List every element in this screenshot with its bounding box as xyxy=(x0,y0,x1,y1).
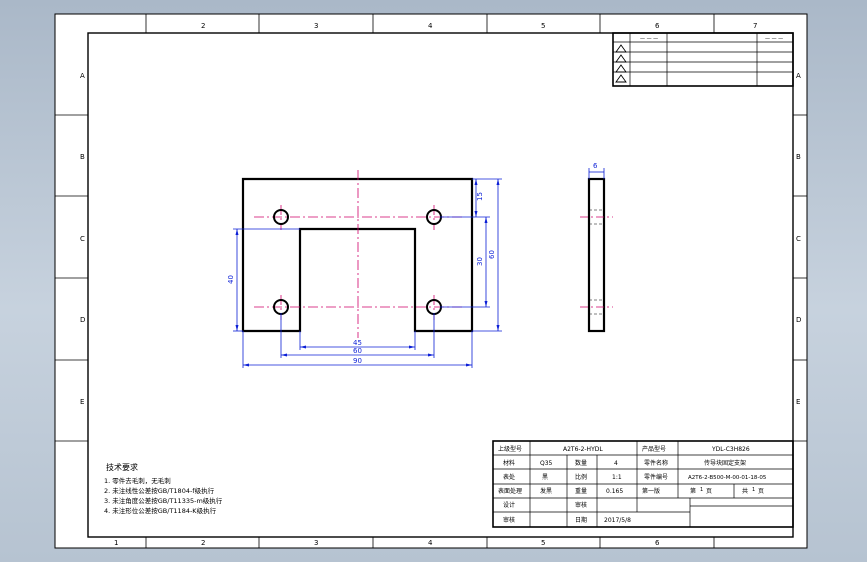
paper xyxy=(54,13,808,549)
dim-hole-top-offset: 15 xyxy=(476,192,484,201)
total-number: 1 xyxy=(752,487,755,493)
title-value: YDL-C3H826 xyxy=(711,446,750,453)
zone-letter: C xyxy=(796,235,801,243)
dim-total-height: 60 xyxy=(488,250,496,259)
zone-number: 5 xyxy=(541,22,545,30)
revision-triangle-icon xyxy=(615,44,627,83)
title-label: 比例 xyxy=(575,473,587,481)
title-value: 发黑 xyxy=(540,487,552,495)
title-value: 2017/5/8 xyxy=(604,517,631,524)
zone-number: 4 xyxy=(428,539,433,547)
sheet-unit: 页 xyxy=(706,488,712,495)
zone-letter: E xyxy=(80,398,84,406)
tech-note-item: 3. 未注角度公差按GB/T11335-m级执行 xyxy=(104,496,223,505)
zone-letter: E xyxy=(796,398,800,406)
title-value: 4 xyxy=(614,460,618,467)
title-value: 黑 xyxy=(542,474,548,481)
title-block: 上级型号 A2T6-2-HYDL 产品型号 YDL-C3H826 材料 Q35 … xyxy=(492,440,794,528)
total-unit: 页 xyxy=(758,488,764,495)
side-dimension xyxy=(588,168,605,179)
dim-thickness: 6 xyxy=(593,162,598,170)
tech-note-item: 1. 零件去毛刺，无毛刺 xyxy=(104,476,171,485)
tech-notes: 技术要求 1. 零件去毛刺，无毛刺 2. 未注线性公差按GB/T1804-f级执… xyxy=(104,462,223,515)
zone-number: 4 xyxy=(428,22,433,30)
dim-hole-horizontal-spacing: 60 xyxy=(353,347,362,355)
hidden-lines xyxy=(589,209,604,315)
zone-letter: B xyxy=(796,153,801,161)
zone-number: 2 xyxy=(201,22,205,30)
title-label: 第一版 xyxy=(642,487,660,495)
zone-ticks xyxy=(55,14,807,548)
dim-hole-vertical-spacing: 30 xyxy=(476,257,484,266)
title-value: 1:1 xyxy=(612,474,622,481)
tech-note-item: 2. 未注线性公差按GB/T1804-f级执行 xyxy=(104,486,215,495)
zone-number: 6 xyxy=(655,539,660,547)
zone-number: 6 xyxy=(655,22,660,30)
zone-letter: D xyxy=(80,316,85,324)
zone-number: 1 xyxy=(114,539,118,547)
side-center-lines xyxy=(580,216,613,308)
tech-note-item: 4. 未注形位公差按GB/T1184-K级执行 xyxy=(104,506,217,515)
title-label: 重量 xyxy=(575,487,587,495)
dimension-lines xyxy=(233,178,502,368)
zone-number: 3 xyxy=(314,539,318,547)
side-view: 6 xyxy=(580,162,613,333)
revision-table: — — — — — — xyxy=(612,32,794,87)
zone-letter: B xyxy=(80,153,85,161)
title-label: 材料 xyxy=(503,459,515,467)
title-label: 上级型号 xyxy=(498,445,522,453)
dim-slot-height: 40 xyxy=(227,275,235,284)
svg-text:— — —: — — — xyxy=(640,36,658,42)
front-view: 15 30 60 40 45 60 90 xyxy=(227,170,502,368)
zone-letter: A xyxy=(80,72,85,80)
tech-notes-title: 技术要求 xyxy=(106,462,138,472)
title-value: A2T6-2-HYDL xyxy=(563,446,603,453)
zone-letter: C xyxy=(80,235,85,243)
dim-total-width: 90 xyxy=(353,357,362,365)
side-outline xyxy=(587,177,606,333)
title-label: 设计 xyxy=(503,501,515,509)
title-label: 日期 xyxy=(575,516,587,524)
dim-slot-width: 45 xyxy=(353,339,362,347)
title-value: 传导块固定支架 xyxy=(704,459,746,467)
inner-border xyxy=(87,32,794,538)
zone-number: 5 xyxy=(541,539,545,547)
zone-number: 7 xyxy=(753,22,757,30)
title-label: 零件编号 xyxy=(644,473,668,481)
title-value: 0.165 xyxy=(606,488,623,495)
title-label: 表处 xyxy=(503,473,515,481)
dimension-arrows xyxy=(235,179,500,367)
zone-number: 3 xyxy=(314,22,318,30)
title-label: 产品型号 xyxy=(642,445,666,453)
part-outline xyxy=(241,177,474,333)
zone-letter: D xyxy=(796,316,801,324)
zone-number: 2 xyxy=(201,539,205,547)
title-label: 零件名称 xyxy=(644,459,668,467)
title-label: 审核 xyxy=(503,516,515,524)
zone-letter: A xyxy=(796,72,801,80)
total-label: 共 xyxy=(742,487,748,495)
sheet-number: 1 xyxy=(700,487,703,493)
title-value: A2T6-2-B500-M-00-01-18-05 xyxy=(688,475,767,481)
svg-text:— — —: — — — xyxy=(765,36,783,42)
sheet-label: 第 xyxy=(690,487,696,495)
title-label: 数量 xyxy=(575,459,587,467)
title-label: 审核 xyxy=(575,501,587,509)
title-label: 表面处理 xyxy=(498,487,522,495)
title-value: Q35 xyxy=(540,460,553,467)
